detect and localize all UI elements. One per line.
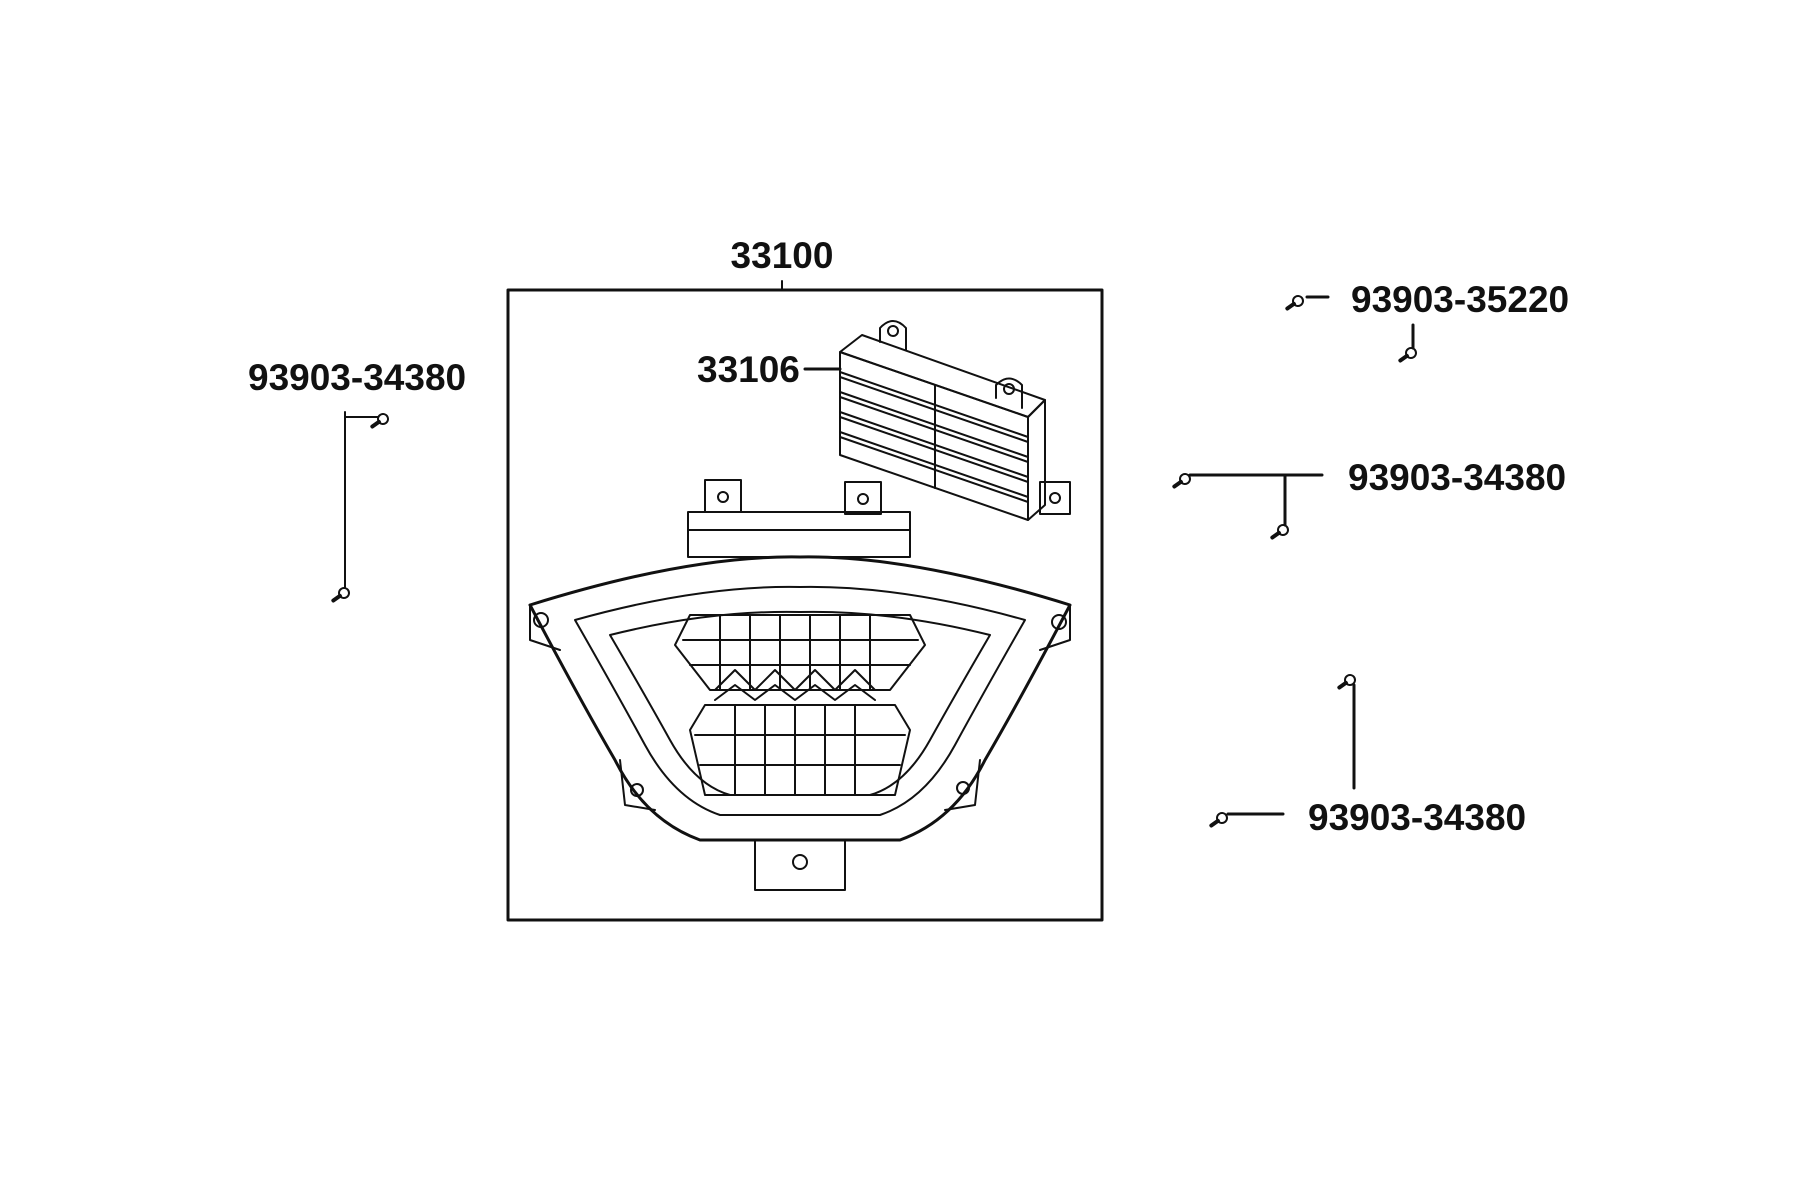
screw-left-leaders	[344, 411, 379, 589]
screw-icon	[1285, 295, 1304, 311]
screw-icon	[331, 587, 350, 603]
screw-icon	[1270, 524, 1289, 540]
screw-icon	[1337, 674, 1356, 690]
screw-top-right-leaders	[1305, 295, 1415, 350]
sub-part-label: 33106	[697, 349, 800, 390]
headlight-housing-icon	[528, 479, 1072, 891]
assembly-box	[506, 288, 1104, 922]
screw-bottom-right-leaders	[1226, 683, 1356, 816]
screw-icon	[1398, 347, 1417, 363]
screw-icon	[1209, 812, 1228, 828]
screw-bottom-right-label: 93903-34380	[1308, 797, 1526, 838]
assembly-label: 33100	[731, 235, 834, 276]
regulator-module-icon	[839, 320, 1071, 521]
screw-icon	[1172, 473, 1191, 489]
screw-top-right-label: 93903-35220	[1351, 279, 1569, 320]
screw-left-label: 93903-34380	[248, 357, 466, 398]
screw-mid-right-leaders	[1188, 473, 1324, 527]
screw-icon	[370, 413, 389, 429]
screw-mid-right-label: 93903-34380	[1348, 457, 1566, 498]
